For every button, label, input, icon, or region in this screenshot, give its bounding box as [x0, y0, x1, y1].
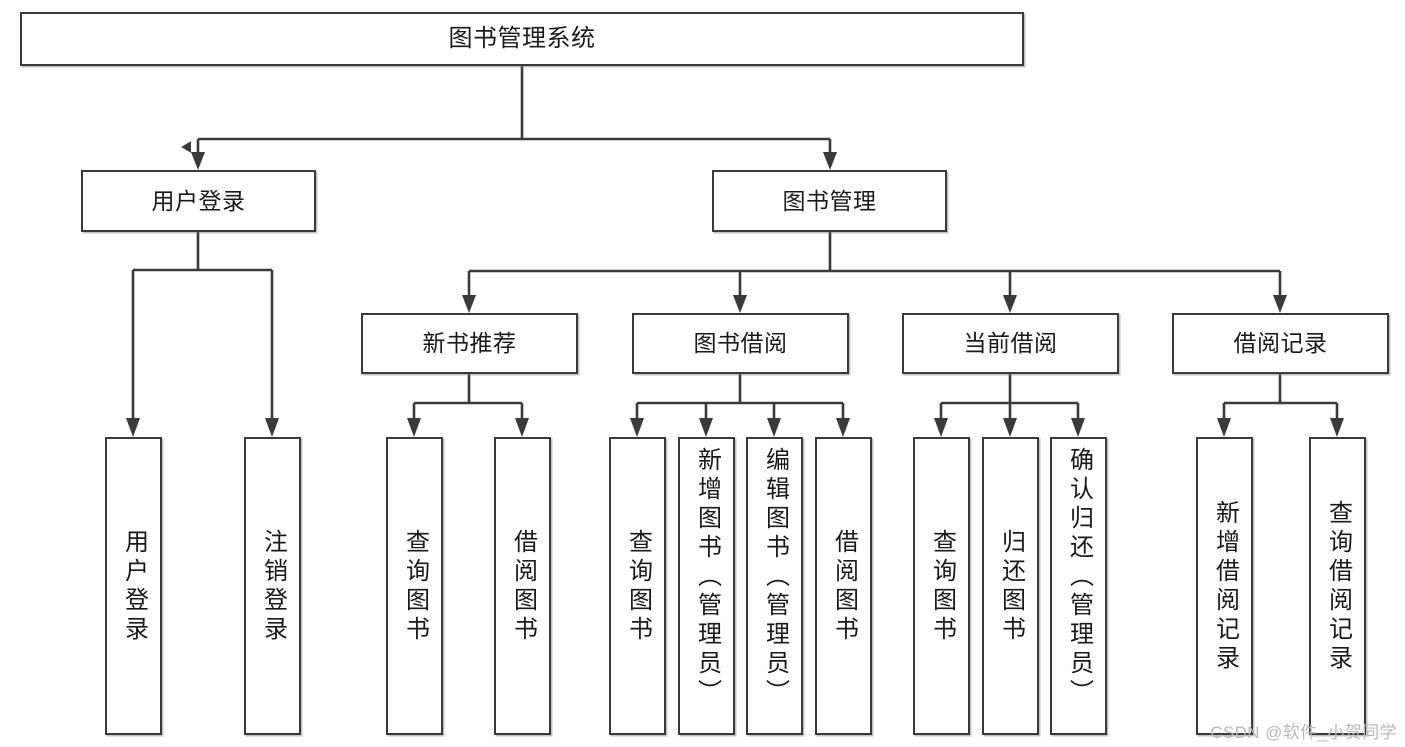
node-leaf-query-book-current[interactable]: 查询图书: [913, 437, 970, 735]
node-new-book-recommend[interactable]: 新书推荐: [361, 313, 578, 374]
node-label: 图书借阅: [693, 330, 788, 357]
edges-root-to-level1: [181, 66, 830, 153]
node-label: 注销登录: [259, 529, 287, 645]
node-label: 归还图书: [997, 529, 1025, 645]
arrow-root-to-book-manage: [823, 139, 837, 170]
node-label: 借阅图书: [830, 529, 858, 645]
arrow-root-to-user-login: [191, 139, 205, 170]
node-label: 确认归还（管理员）: [1065, 447, 1093, 708]
node-leaf-return-book[interactable]: 归还图书: [982, 437, 1039, 735]
edges-user-login-to-leaves: [126, 232, 279, 437]
node-label: 借阅记录: [1233, 330, 1328, 357]
node-root-book-management-system[interactable]: 图书管理系统: [20, 12, 1024, 66]
node-leaf-query-borrow-record[interactable]: 查询借阅记录: [1309, 437, 1366, 735]
node-leaf-logout-login[interactable]: 注销登录: [244, 437, 301, 735]
node-leaf-edit-book-admin[interactable]: 编辑图书（管理员）: [746, 437, 803, 735]
node-book-manage[interactable]: 图书管理: [712, 170, 947, 232]
edges-borrow-record-to-leaves: [1217, 374, 1344, 437]
node-label: 借阅图书: [509, 529, 537, 645]
node-label: 用户登录: [120, 529, 148, 645]
node-label: 新增图书（管理员）: [693, 447, 721, 708]
node-label: 图书管理系统: [448, 25, 596, 53]
node-label: 图书管理: [782, 187, 877, 214]
node-current-borrow[interactable]: 当前借阅: [902, 313, 1119, 374]
node-label: 查询图书: [401, 529, 429, 645]
node-leaf-borrow-book-recommend[interactable]: 借阅图书: [494, 437, 551, 735]
node-label: 查询图书: [928, 529, 956, 645]
node-leaf-query-book-recommend[interactable]: 查询图书: [386, 437, 443, 735]
node-leaf-add-book-admin[interactable]: 新增图书（管理员）: [678, 437, 735, 735]
node-leaf-user-login[interactable]: 用户登录: [105, 437, 162, 735]
node-label: 查询借阅记录: [1324, 500, 1352, 674]
node-label: 新书推荐: [422, 330, 517, 357]
edges-current-borrow-to-leaves: [934, 374, 1085, 437]
node-leaf-borrow-book[interactable]: 借阅图书: [815, 437, 872, 735]
csdn-watermark: CSDN @软件_小贺同学: [1210, 723, 1397, 742]
node-label: 用户登录: [151, 187, 246, 214]
node-borrow-record[interactable]: 借阅记录: [1172, 313, 1389, 374]
node-book-borrow[interactable]: 图书借阅: [632, 313, 849, 374]
node-user-login[interactable]: 用户登录: [81, 170, 316, 232]
node-leaf-add-borrow-record[interactable]: 新增借阅记录: [1196, 437, 1253, 735]
node-leaf-query-book-borrow[interactable]: 查询图书: [609, 437, 666, 735]
node-label: 新增借阅记录: [1211, 500, 1239, 674]
edges-new-book-recommend-to-leaves: [407, 374, 529, 437]
edges-book-borrow-to-leaves: [630, 374, 850, 437]
node-leaf-confirm-return-admin[interactable]: 确认归还（管理员）: [1050, 437, 1107, 735]
node-label: 查询图书: [624, 529, 652, 645]
node-label: 当前借阅: [963, 330, 1058, 357]
node-label: 编辑图书（管理员）: [761, 447, 789, 708]
edges-book-manage-to-level2: [462, 232, 1287, 313]
